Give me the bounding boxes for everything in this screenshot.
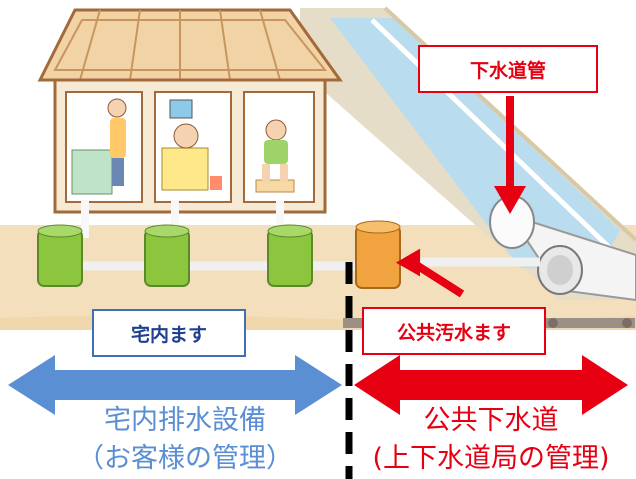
kitchen-figure xyxy=(71,98,127,195)
public-caption-sub: (上下水道局の管理) xyxy=(372,443,610,474)
private-caption-sub: （お客様の管理） xyxy=(77,443,293,474)
private-basin-label: 宅内ます xyxy=(92,309,246,357)
private-range-arrow xyxy=(8,355,342,415)
public-basin-label: 公共汚水ます xyxy=(362,307,546,355)
bath-figure xyxy=(161,99,222,191)
private-caption-title: 宅内排水設備 xyxy=(104,405,266,436)
road-surface xyxy=(330,18,620,268)
public-caption-title: 公共下水道 xyxy=(423,405,559,436)
public-caption: 公共下水道 (上下水道局の管理) xyxy=(346,402,636,478)
public-basin xyxy=(355,220,401,289)
public-range-arrow xyxy=(354,355,628,415)
house-roof xyxy=(37,8,343,82)
road-centerline xyxy=(370,18,614,252)
private-caption: 宅内排水設備 （お客様の管理） xyxy=(40,402,330,478)
toilet-figure xyxy=(255,119,295,193)
private-basins xyxy=(37,224,313,287)
sewer-pipe-label: 下水道管 xyxy=(418,45,598,93)
pointer-arrows xyxy=(395,96,526,298)
boundary-posts xyxy=(343,318,635,328)
